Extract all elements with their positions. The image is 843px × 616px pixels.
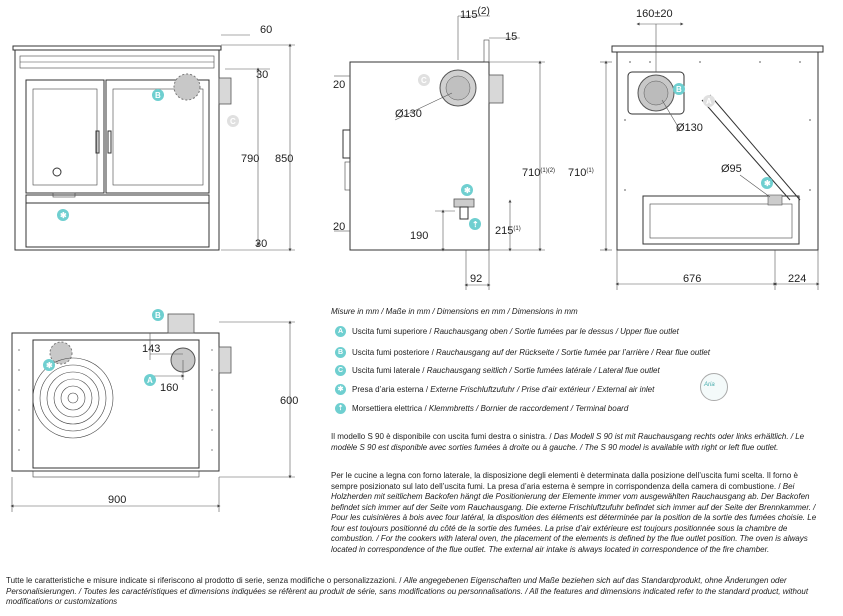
- front-badge-c: C: [227, 115, 239, 127]
- side-dim-20-top: 20: [333, 79, 345, 91]
- side-dim-92: 92: [470, 273, 482, 285]
- air-inlet-logo: Aria: [700, 373, 728, 401]
- front-badge-b: B: [152, 89, 164, 101]
- availability-note: Il modello S 90 è disponibile con uscita…: [331, 432, 805, 452]
- legend-badge-a: A: [335, 326, 346, 337]
- top-dim-160: 160: [160, 382, 178, 394]
- front-dim-30-bot: 30: [255, 238, 267, 250]
- rear-dim-160: 160±20: [636, 8, 673, 20]
- legend-badge-air: ✱: [335, 384, 346, 395]
- rear-badge-air: ✱: [761, 177, 773, 189]
- svg-text:✱: ✱: [46, 361, 53, 370]
- legend-badge-b: B: [335, 347, 346, 358]
- legend-badge-terminal: ⇡: [335, 403, 346, 414]
- svg-text:✱: ✱: [464, 186, 471, 195]
- svg-text:B: B: [676, 85, 682, 94]
- front-dim-60: 60: [260, 24, 272, 36]
- side-dim-20-bot: 20: [333, 221, 345, 233]
- legend-item-rear-flue: B Uscita fumi posteriore / Rauchausgang …: [335, 347, 710, 358]
- legend-item-air-inlet: ✱ Presa d’aria esterna / Externe Frischl…: [335, 384, 654, 395]
- legend-item-terminal-board: ⇡ Morsettiera elettrica / Klemmbretts / …: [335, 403, 628, 414]
- rear-dim-224: 224: [788, 273, 806, 285]
- side-dim-130: Ø130: [395, 108, 422, 120]
- top-dim-600: 600: [280, 395, 298, 407]
- side-dim-15: 15: [505, 31, 517, 43]
- top-badge-a: A: [144, 374, 156, 386]
- rear-badge-b: B: [673, 83, 685, 95]
- svg-text:B: B: [155, 311, 161, 320]
- svg-text:A: A: [706, 97, 712, 106]
- legend-item-lateral-flue: C Uscita fumi laterale / Rauchausgang se…: [335, 365, 660, 376]
- legend-badge-c: C: [335, 365, 346, 376]
- rear-dim-710: 710(1): [568, 167, 594, 179]
- side-view: 115(2) 15 20 Ø130 710(1)(2) 20 190 215(1…: [333, 6, 555, 290]
- front-view: 60 30 790 850 30 B C ✱: [12, 24, 295, 252]
- disclaimer-footer: Tutte le caratteristiche e misure indica…: [6, 576, 809, 606]
- svg-text:C: C: [230, 117, 236, 126]
- side-badge-terminal: ⇡: [469, 218, 481, 230]
- rear-badge-a: A: [703, 95, 715, 107]
- front-badge-air: ✱: [57, 209, 69, 221]
- svg-text:✱: ✱: [60, 211, 67, 220]
- side-dim-710: 710(1)(2): [522, 167, 555, 179]
- side-dim-215: 215(1): [495, 225, 521, 237]
- svg-text:B: B: [155, 91, 161, 100]
- side-badge-c: C: [418, 74, 430, 86]
- oven-layout-note: Per le cucine a legna con forno laterale…: [331, 471, 817, 554]
- svg-text:C: C: [421, 76, 427, 85]
- side-badge-air: ✱: [461, 184, 473, 196]
- svg-text:⇡: ⇡: [472, 220, 479, 229]
- svg-text:✱: ✱: [764, 179, 771, 188]
- top-dim-900: 900: [108, 494, 126, 506]
- front-dim-790: 790: [241, 153, 259, 165]
- side-dim-190: 190: [410, 230, 428, 242]
- legend-item-upper-flue: A Uscita fumi superiore / Rauchausgang o…: [335, 326, 679, 337]
- rear-dim-676: 676: [683, 273, 701, 285]
- top-badge-b: B: [152, 309, 164, 321]
- side-dim-115: 115(2): [460, 6, 490, 21]
- top-view: 143 160 600 900 B ✱ A: [10, 309, 298, 512]
- svg-text:A: A: [147, 376, 153, 385]
- rear-dim-130: Ø130: [676, 122, 703, 134]
- top-dim-143: 143: [142, 343, 160, 355]
- rear-dim-95: Ø95: [721, 163, 742, 175]
- top-badge-air: ✱: [43, 359, 55, 371]
- legend-title: Misure in mm / Maße in mm / Dimensions e…: [331, 307, 578, 316]
- front-dim-850: 850: [275, 153, 293, 165]
- rear-view: 160±20 Ø130 710(1) Ø95 676 224 B A ✱: [568, 8, 824, 290]
